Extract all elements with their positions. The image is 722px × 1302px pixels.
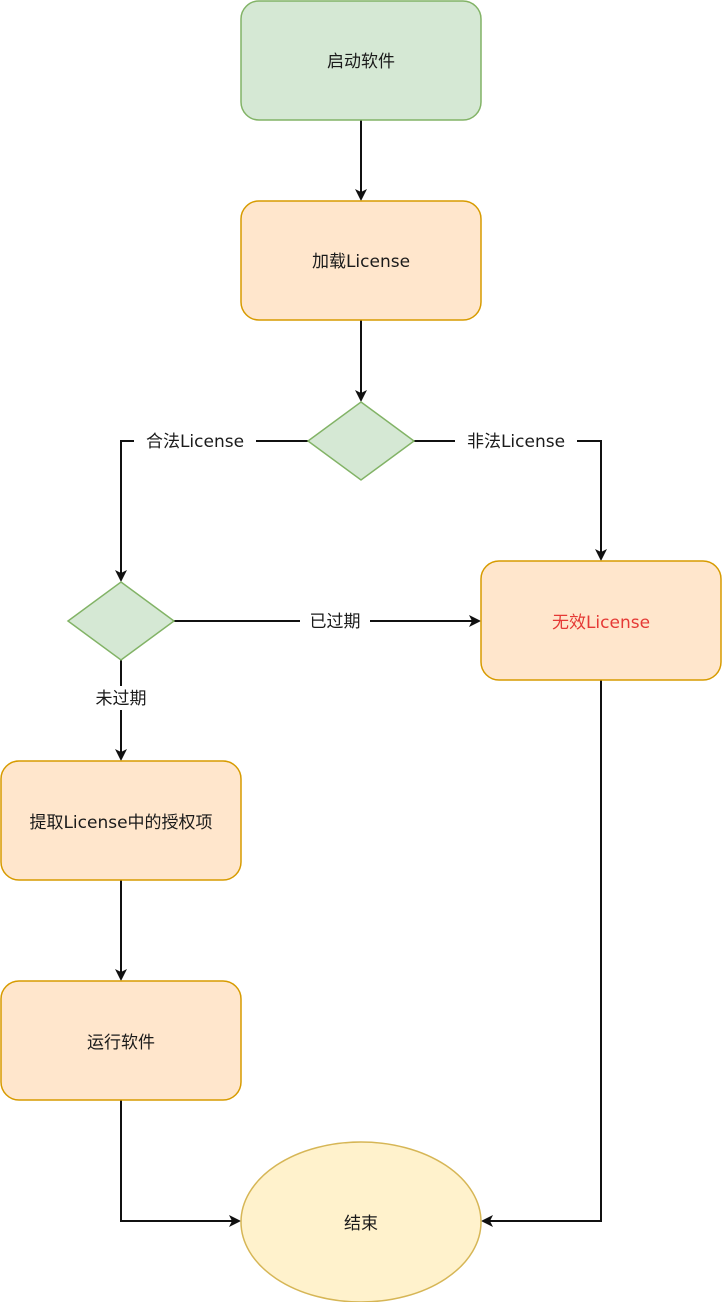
edge-label-valid-license: 合法License [146, 432, 244, 452]
edge-invalid-to-end [481, 680, 602, 1227]
edge-invalid-license [414, 440, 607, 561]
node-end: 结束 [240, 1141, 482, 1302]
node-load-license-label: 加载License [312, 252, 410, 272]
node-start-label: 启动软件 [327, 52, 395, 72]
node-load-license: 加载License [240, 200, 482, 321]
node-invalid-license: 无效License [480, 560, 722, 681]
node-decision-expired [66, 581, 176, 661]
node-run-software-label: 运行软件 [87, 1033, 155, 1053]
node-start: 启动软件 [240, 0, 482, 121]
node-extract-auth: 提取License中的授权项 [0, 760, 242, 881]
node-invalid-license-label: 无效License [552, 613, 650, 633]
node-run-software: 运行软件 [0, 980, 242, 1101]
edge-run-to-end [120, 1100, 241, 1227]
edge-label-expired: 已过期 [310, 612, 361, 632]
node-decision-valid [306, 401, 416, 481]
edge-label-invalid-license: 非法License [467, 432, 565, 452]
edge-valid-license [115, 440, 308, 582]
edge-label-not-expired: 未过期 [96, 689, 147, 709]
node-extract-auth-label: 提取License中的授权项 [29, 813, 212, 833]
edge-labels: 合法License 非法License 已过期 未过期 [84, 429, 577, 710]
node-end-label: 结束 [344, 1214, 378, 1234]
